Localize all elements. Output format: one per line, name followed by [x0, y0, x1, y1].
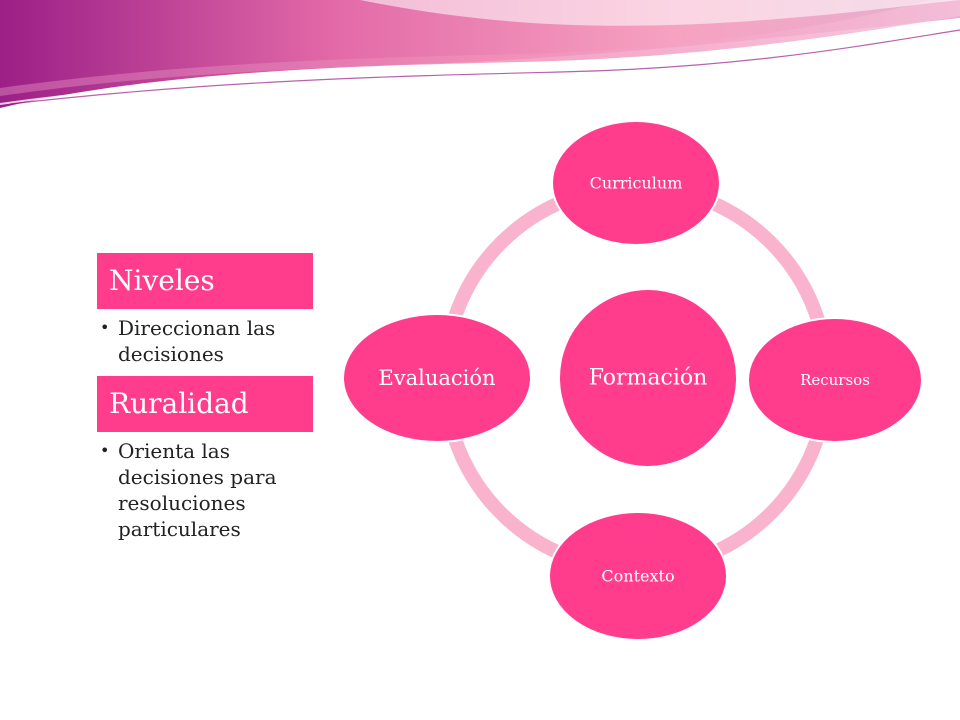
node-contexto — [548, 511, 728, 641]
niveles-bullets: Direccionan las decisiones — [100, 315, 305, 367]
center-node-circle — [560, 290, 736, 466]
node-evaluacion-label: Evaluación — [378, 366, 495, 390]
ruralidad-bullet: Orienta las decisiones para resoluciones… — [100, 438, 305, 542]
center-node-label: Formación — [589, 366, 708, 391]
node-recursos-label: Recursos — [800, 371, 870, 389]
node-contexto-label: Contexto — [601, 567, 674, 586]
node-curriculum — [551, 120, 721, 246]
label-niveles: Niveles — [97, 253, 313, 309]
node-curriculum-label: Curriculum — [590, 174, 683, 193]
ruralidad-bullets: Orienta las decisiones para resoluciones… — [100, 438, 305, 542]
label-ruralidad: Ruralidad — [97, 376, 313, 432]
header-wave-decoration — [0, 0, 960, 108]
niveles-bullet: Direccionan las decisiones — [100, 315, 305, 367]
node-evaluacion — [342, 313, 532, 443]
node-recursos — [747, 317, 923, 443]
